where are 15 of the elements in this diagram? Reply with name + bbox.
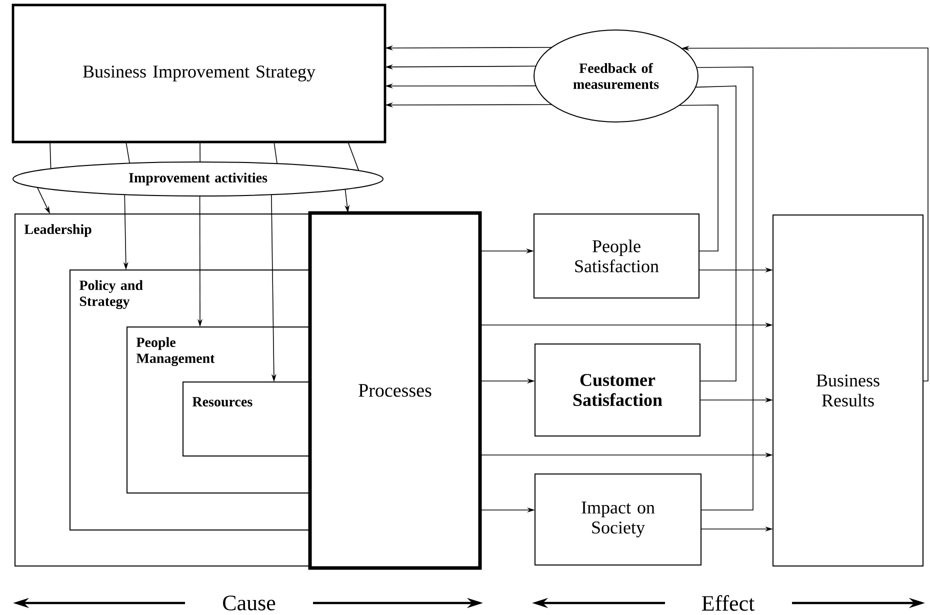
strategy-box: Business Improvement Strategy	[12, 4, 386, 144]
connector-line	[348, 142, 360, 171]
connector-line	[696, 66, 754, 510]
connector-line	[50, 142, 52, 170]
result-box: Customer Satisfaction	[534, 343, 700, 436]
criterion-box: Resources	[182, 381, 310, 456]
connector-line	[126, 142, 130, 164]
result-box: People Satisfaction	[534, 213, 700, 298]
connector-line	[274, 142, 278, 164]
result-box: Impact on Society	[534, 473, 702, 566]
axis-label: Effect	[702, 595, 755, 611]
axis-label: Cause	[223, 596, 276, 610]
connector-line	[695, 86, 736, 382]
result-box: Business Results	[772, 214, 924, 566]
connector-line	[678, 104, 718, 252]
